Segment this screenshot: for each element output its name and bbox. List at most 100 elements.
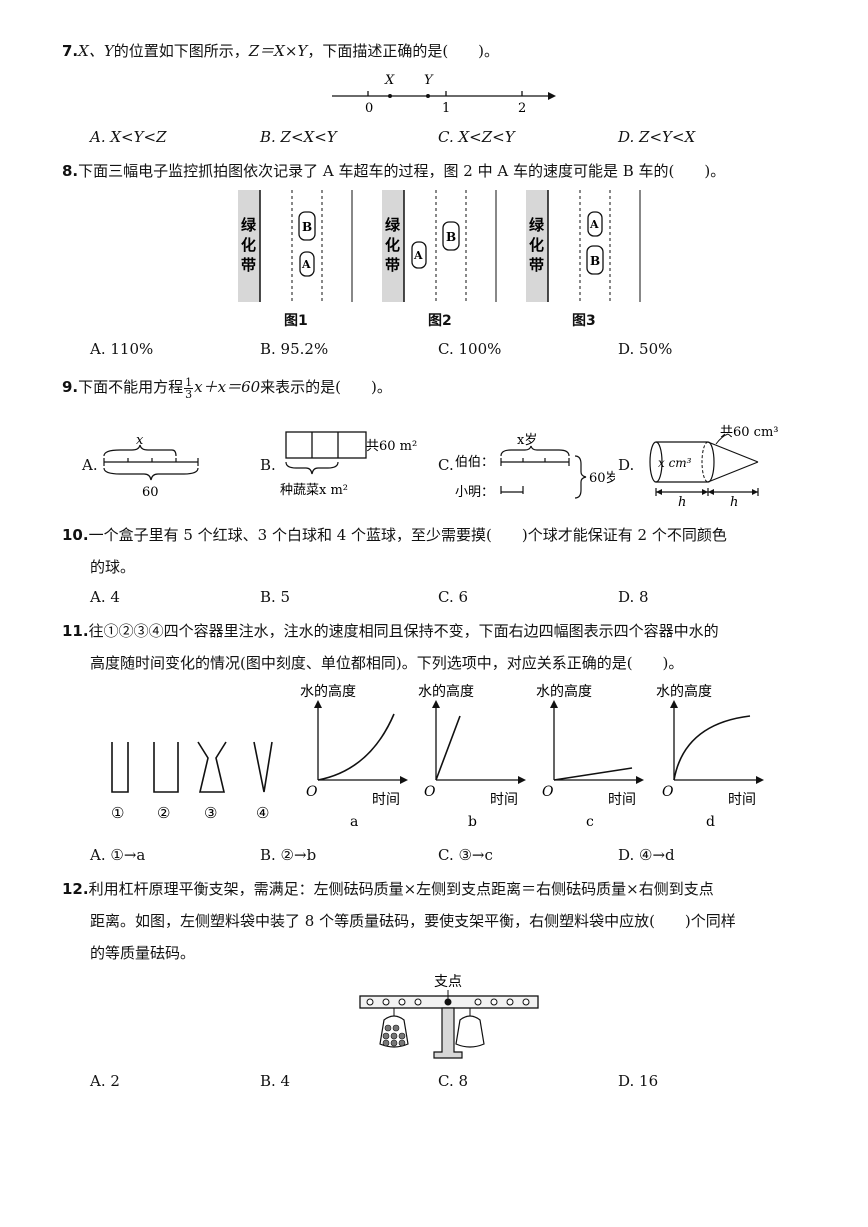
graph-x-label: 时间 (490, 792, 518, 808)
q8-stem-text: 下面三幅电子监控抓拍图依次记录了 A 车超车的过程，图 2 中 A 车的速度可能… (78, 162, 726, 180)
container-2 (153, 742, 179, 793)
graph-y-label: 水的高度 (300, 683, 356, 700)
container-label-3: ③ (204, 804, 217, 822)
q11-option-d[interactable]: D. ④→d (618, 846, 675, 864)
graph-name-d: d (706, 814, 715, 830)
q8-option-b[interactable]: B. 95.2% (260, 340, 329, 358)
q10-option-c[interactable]: C. 6 (438, 588, 469, 606)
q7-stem-a: 的位置如下图所示， (113, 42, 249, 60)
q9-number: 9. (62, 378, 79, 396)
graph-x-label: 时间 (608, 792, 636, 808)
q12-option-b[interactable]: B. 4 (260, 1072, 291, 1090)
q9-c-uncle: 伯伯： (455, 455, 494, 470)
q10-option-a[interactable]: A. 4 (90, 588, 120, 606)
q9-d-vol: x cm³ (658, 456, 692, 470)
q7-option-a[interactable]: A. X<Y<Z (90, 128, 167, 146)
q11-graph-b: 水的高度 O 时间 b (418, 683, 526, 830)
q11-number: 11. (62, 622, 89, 640)
q7-option-c[interactable]: C. X<Z<Y (438, 128, 515, 146)
q11-containers: ① ② ③ ④ (111, 741, 273, 822)
q10-option-b[interactable]: B. 5 (260, 588, 291, 606)
belt-char-1: 绿 (241, 216, 257, 234)
q8-option-d[interactable]: D. 50% (618, 340, 673, 358)
q12-option-a[interactable]: A. 2 (90, 1072, 120, 1090)
q11-option-b[interactable]: B. ②→b (260, 846, 317, 864)
q11-graph-d: 水的高度 O 时间 d (656, 683, 764, 830)
car-a-icon (411, 241, 427, 269)
belt-char-2: 化 (385, 236, 400, 254)
q10-line-2: 的球。 (90, 558, 136, 576)
q9-b-diagram: 共60 m² 种蔬菜x m² (280, 431, 417, 498)
q12-option-c[interactable]: C. 8 (438, 1072, 469, 1090)
q7-option-d[interactable]: D. Z<Y<X (618, 128, 696, 146)
q9-d-total: 共60 cm³ (720, 425, 779, 440)
q9-a-label[interactable]: A. (82, 456, 98, 474)
graph-y-label: 水的高度 (536, 683, 592, 700)
q8-figure-3: 绿 化 带 A B (526, 190, 641, 302)
q10-line-1: 10.一个盒子里有 5 个红球、3 个白球和 4 个蓝球，至少需要摸( )个球才… (62, 524, 727, 545)
q9-d-diagram: x cm³ 共60 cm³ h h (649, 425, 779, 508)
q11-text-1: 往①②③④四个容器里注水，注水的速度相同且保持不变，下面右边四幅图表示四个容器中… (88, 622, 719, 640)
q7-stem-b: ，下面描述正确的是( )。 (307, 42, 500, 60)
q9-b-label[interactable]: B. (260, 456, 276, 474)
q10-text-1: 一个盒子里有 5 个红球、3 个白球和 4 个蓝球，至少需要摸( )个球才能保证… (88, 526, 727, 544)
q7-label-y: Y (424, 73, 434, 88)
q7-number-line: X Y 0 1 2 (332, 73, 556, 116)
q9-a-diagram: x 60 (103, 433, 199, 500)
q10-number: 10. (62, 526, 89, 544)
car-a-label: A (589, 218, 599, 231)
car-b-label: B (302, 220, 312, 234)
container-label-4: ④ (256, 804, 269, 822)
q9-equation: x＋x＝60 (194, 378, 261, 396)
q7-number: 7. (62, 42, 79, 60)
q11-graph-a: 水的高度 O 时间 a (300, 683, 408, 830)
car-b-label: B (590, 254, 600, 268)
q9-c-ming: 小明： (455, 485, 494, 500)
q11-option-a[interactable]: A. ①→a (90, 846, 146, 864)
graph-origin: O (662, 784, 674, 800)
q8-stem: 8.下面三幅电子监控抓拍图依次记录了 A 车超车的过程，图 2 中 A 车的速度… (62, 160, 725, 181)
q9-stem-a: 下面不能用方程 (78, 378, 184, 396)
car-b-icon (442, 221, 460, 251)
q7-tick-2: 2 (518, 101, 526, 116)
q8-option-c[interactable]: C. 100% (438, 340, 502, 358)
q8-caption-2: 图2 (428, 313, 452, 329)
container-4 (253, 741, 273, 793)
graph-x-label: 时间 (372, 792, 400, 808)
q9-b-part: 种蔬菜x m² (280, 483, 348, 498)
container-3 (197, 741, 227, 793)
container-label-1: ① (111, 804, 124, 822)
graph-origin: O (424, 784, 436, 800)
belt-char-3: 带 (385, 256, 400, 274)
q12-line-2: 距离。如图，左侧塑料袋中装了 8 个等质量砝码，要使支架平衡，右侧塑料袋中应放(… (90, 912, 736, 930)
q12-option-d[interactable]: D. 16 (618, 1072, 659, 1090)
q9-frac-num: 1 (184, 375, 194, 389)
q8-caption-1: 图1 (284, 313, 308, 329)
q8-caption-3: 图3 (572, 313, 596, 329)
q12-lever-diagram: 支点 (359, 974, 539, 1059)
graph-x-label: 时间 (728, 792, 756, 808)
q7-stem: 7.X、Y的位置如下图所示，Z＝X×Y，下面描述正确的是( )。 (62, 40, 499, 61)
q11-graph-c: 水的高度 O 时间 c (536, 683, 644, 830)
q8-option-a[interactable]: A. 110% (90, 340, 154, 358)
q11-option-c[interactable]: C. ③→c (438, 846, 493, 864)
right-bag-icon (455, 1015, 485, 1048)
q8-figure-2: 绿 化 带 B A (382, 190, 497, 302)
graph-name-b: b (468, 814, 477, 830)
belt-char-3: 带 (241, 256, 256, 274)
container-1 (111, 742, 129, 793)
graph-y-label: 水的高度 (418, 683, 474, 700)
q10-option-d[interactable]: D. 8 (618, 588, 649, 606)
belt-char-1: 绿 (529, 216, 545, 234)
q9-a-x: x (136, 433, 144, 448)
q7-option-b[interactable]: B. Z<X<Y (260, 128, 337, 146)
graph-origin: O (542, 784, 554, 800)
q11-line-1: 11.往①②③④四个容器里注水，注水的速度相同且保持不变，下面右边四幅图表示四个… (62, 620, 719, 641)
q9-d-label[interactable]: D. (618, 456, 635, 474)
q9-c-label[interactable]: C. (438, 456, 454, 474)
car-b-icon (586, 245, 604, 275)
car-a-label: A (413, 249, 423, 262)
q9-frac-den: 3 (185, 387, 193, 401)
